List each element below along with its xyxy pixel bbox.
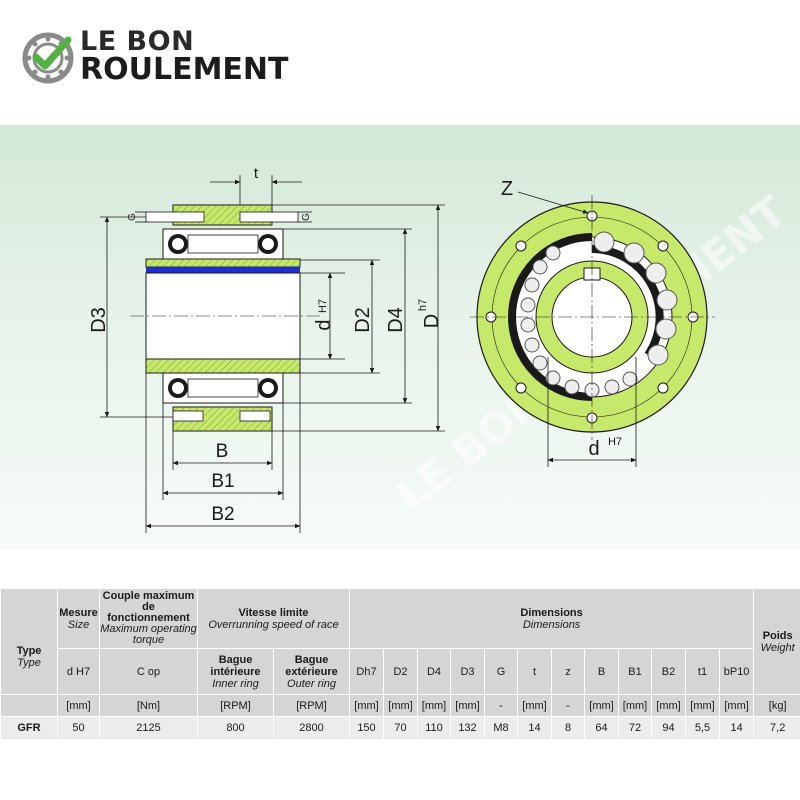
unit-D3: [mm] [450, 694, 485, 717]
table-row: GFR 50 2125 800 2800 150 70 110 132 M8 1… [0, 716, 800, 740]
cell-t: 14 [517, 716, 552, 740]
cell-B2: 94 [651, 716, 686, 740]
cell-D3: 132 [450, 716, 485, 740]
svg-text:d: d [313, 319, 335, 330]
unit-B: [mm] [584, 694, 619, 717]
cell-D4: 110 [417, 716, 451, 740]
unit-B1: [mm] [618, 694, 652, 717]
technical-drawing: LE BON ROULEMENT [0, 125, 800, 550]
bearing-check-icon [22, 32, 74, 84]
cell-z: 8 [551, 716, 585, 740]
label-b: B [216, 441, 229, 462]
units-row: [mm] [Nm] [RPM] [RPM] [mm] [mm] [mm] [mm… [0, 694, 800, 717]
label-b2: B2 [211, 504, 234, 525]
label-g-right: G [301, 213, 312, 221]
side-dimensions [100, 175, 445, 533]
side-view [130, 204, 320, 432]
sub-t1: t1 [685, 648, 720, 695]
cell-Dh7: 150 [349, 716, 384, 740]
unit-dh7: [mm] [57, 694, 100, 717]
sub-B: B [584, 648, 619, 695]
cell-D2: 70 [383, 716, 418, 740]
sub-B2: B2 [651, 648, 686, 695]
cell-bP10: 14 [718, 716, 755, 740]
cell-t1: 5,5 [685, 716, 720, 740]
unit-Dh7: [mm] [349, 694, 384, 717]
sub-dh7: d H7 [57, 648, 100, 695]
cell-outer: 2800 [273, 716, 350, 740]
unit-cop: [Nm] [99, 694, 198, 717]
unit-D2: [mm] [383, 694, 418, 717]
sub-B1: B1 [618, 648, 652, 695]
label-z: Z [501, 178, 513, 200]
unit-G: - [484, 694, 518, 717]
label-b1: B1 [211, 471, 234, 492]
label-t: t [254, 165, 259, 182]
unit-t1: [mm] [685, 694, 720, 717]
svg-text:D: D [421, 314, 443, 328]
svg-text:H7: H7 [317, 299, 329, 313]
sub-G: G [484, 648, 518, 695]
front-dimensions [517, 191, 637, 467]
svg-text:h7: h7 [417, 299, 429, 311]
unit-outer: [RPM] [273, 694, 350, 717]
cell-G: M8 [484, 716, 518, 740]
brand-line-2: ROULEMENT [80, 52, 289, 87]
unit-type [0, 694, 58, 717]
sub-t: t [517, 648, 552, 695]
unit-inner: [RPM] [197, 694, 274, 717]
cell-cop: 2125 [99, 716, 198, 740]
brand-logo: LE BON ROULEMENT [22, 26, 302, 88]
unit-D4: [mm] [417, 694, 451, 717]
drawing-svg: LE BON ROULEMENT [88, 165, 795, 533]
sub-Dh7: Dh7 [349, 648, 384, 695]
label-dh7-outer: D h7 [417, 299, 443, 328]
label-front-d-sup: H7 [608, 436, 622, 448]
sub-cop: C op [99, 648, 198, 695]
unit-bP10: [mm] [718, 694, 755, 717]
label-d2: D2 [352, 307, 374, 333]
unit-B2: [mm] [651, 694, 686, 717]
sub-bP10: bP10 [718, 648, 755, 695]
label-dh7: d H7 [313, 299, 335, 331]
cell-B1: 72 [618, 716, 652, 740]
unit-t: [mm] [517, 694, 552, 717]
sub-D2: D2 [383, 648, 418, 695]
unit-weight: [kg] [753, 694, 800, 717]
cell-inner: 800 [197, 716, 274, 740]
unit-z: - [551, 694, 585, 717]
front-view [470, 195, 715, 440]
cell-dh7: 50 [57, 716, 100, 740]
sub-D4: D4 [417, 648, 451, 695]
cell-weight: 7,2 [753, 716, 800, 740]
cell-type: GFR [0, 716, 58, 740]
sub-D3: D3 [450, 648, 485, 695]
label-d3: D3 [88, 307, 110, 333]
brand-line-1: LE BON [80, 26, 195, 57]
cell-B: 64 [584, 716, 619, 740]
label-g-left: G [127, 213, 138, 221]
label-d4: D4 [385, 307, 407, 333]
label-front-d: d [588, 438, 599, 460]
sub-z: z [551, 648, 585, 695]
